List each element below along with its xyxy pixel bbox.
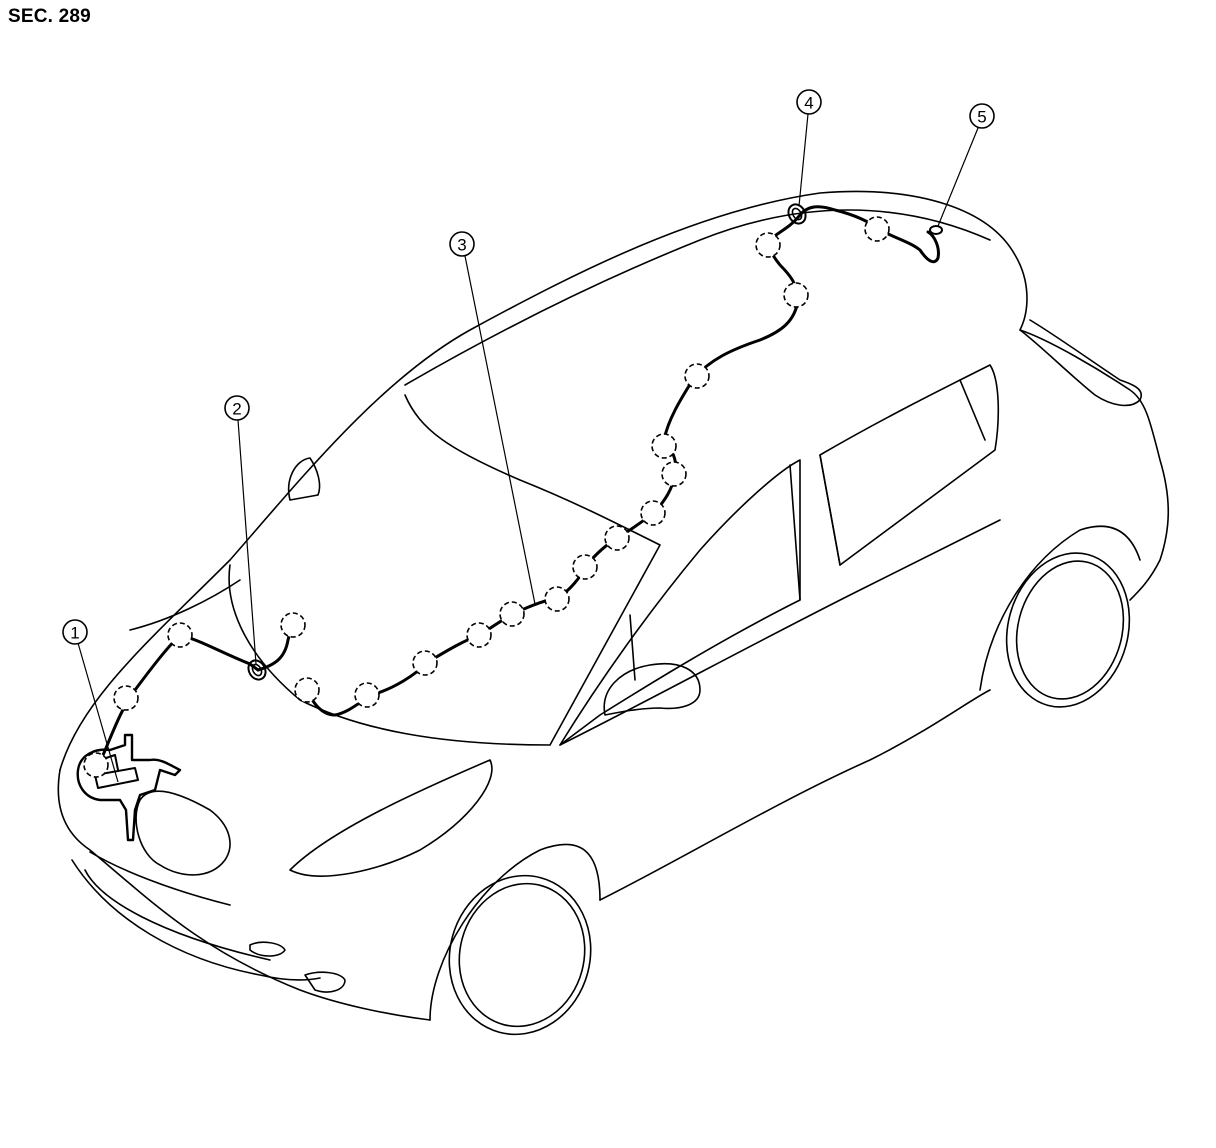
charge-lid-outline	[135, 790, 231, 876]
grommet-2	[247, 659, 267, 681]
rear-washer-nozzle	[929, 225, 943, 235]
side-window-front	[559, 459, 801, 746]
roof-line	[404, 209, 991, 386]
front-grille	[71, 851, 321, 981]
callout-label: 1	[70, 624, 79, 643]
front-lower-vent	[304, 971, 346, 993]
hood-line	[129, 579, 241, 631]
rear-spoiler	[1019, 319, 1142, 407]
washer-tank	[76, 733, 182, 842]
clip	[83, 752, 109, 778]
callout-1: 1	[62, 619, 119, 783]
side-mirror	[603, 663, 701, 716]
clip	[499, 601, 525, 627]
tube-clips	[83, 216, 890, 778]
callout-5: 5	[937, 103, 995, 227]
clip	[294, 677, 320, 703]
clip	[640, 500, 666, 526]
callout-label: 4	[804, 94, 813, 113]
side-body-line	[599, 689, 991, 901]
b-pillar	[789, 379, 986, 601]
windshield-outline	[228, 394, 661, 746]
front-wheel-arch	[429, 843, 601, 1021]
rear-wheel-arch	[979, 525, 1141, 691]
section-label: SEC. 289	[8, 6, 91, 27]
far-side-mirror	[288, 457, 321, 501]
washer-tube-rear	[798, 205, 940, 264]
clip	[755, 232, 781, 258]
clip	[651, 433, 677, 459]
clip	[113, 685, 139, 711]
clip	[412, 650, 438, 676]
front-wheel	[448, 874, 592, 1036]
washer-tube-nozzle-branch	[256, 623, 294, 672]
callout-label: 2	[232, 400, 241, 419]
clip	[864, 216, 890, 242]
callout-2: 2	[224, 395, 257, 665]
clip	[167, 622, 193, 648]
callout-3: 3	[449, 231, 536, 605]
callout-4: 4	[796, 89, 822, 207]
washer-tank-body	[76, 733, 182, 842]
clip	[354, 682, 380, 708]
grommet-4	[787, 203, 807, 225]
side-window-rear	[819, 364, 1000, 566]
clip	[783, 282, 809, 308]
washer-tube-front	[98, 633, 260, 764]
car-body-outline	[59, 190, 1170, 771]
side-sill-line	[559, 519, 1001, 746]
rear-wheel-inner	[1015, 560, 1125, 700]
clip	[280, 612, 306, 638]
clip	[466, 622, 492, 648]
clip	[684, 363, 710, 389]
hood-outline	[57, 769, 431, 1021]
front-wheel-inner	[458, 882, 586, 1028]
car-outline	[57, 190, 1170, 1036]
washer-tube	[98, 205, 940, 764]
clip	[572, 554, 598, 580]
callout-label: 3	[457, 236, 466, 255]
front-fog-lamp	[249, 941, 286, 957]
clip	[661, 461, 687, 487]
rear-wheel	[1005, 552, 1131, 708]
callout-label: 5	[977, 108, 986, 127]
headlamp	[289, 759, 493, 877]
clip	[544, 586, 570, 612]
clip	[604, 525, 630, 551]
